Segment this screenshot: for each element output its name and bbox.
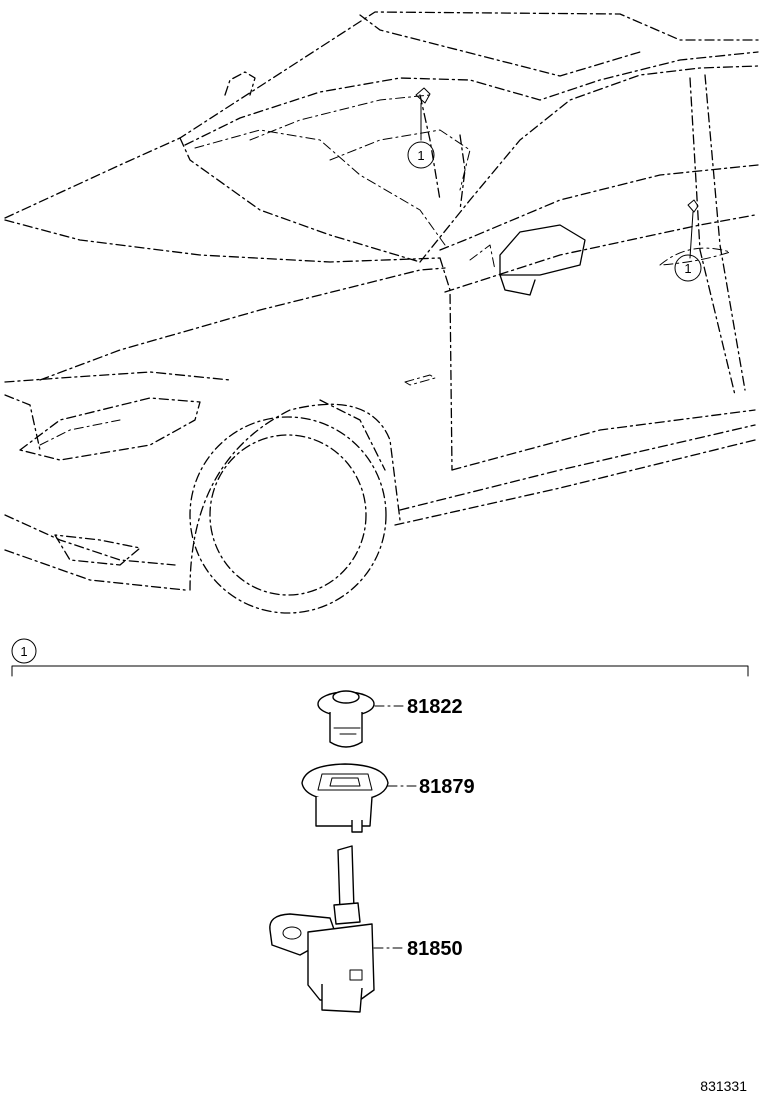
callout-rear-label: 1 [684,261,691,276]
callout-front: 1 [407,141,435,169]
callout-rear: 1 [674,254,702,282]
group-bracket: 1 [11,638,749,677]
part-81850-drawing [269,845,406,1013]
part-number-81822: 81822 [407,696,463,718]
part-number-81879: 81879 [419,776,475,798]
illustration-code: 831331 [700,1078,747,1094]
part-81822-drawing [317,690,406,748]
callout-front-label: 1 [417,148,424,163]
part-number-81850: 81850 [407,938,463,960]
car-illustration [4,11,759,614]
part-81879-drawing [301,763,419,833]
group-label: 1 [20,644,27,659]
